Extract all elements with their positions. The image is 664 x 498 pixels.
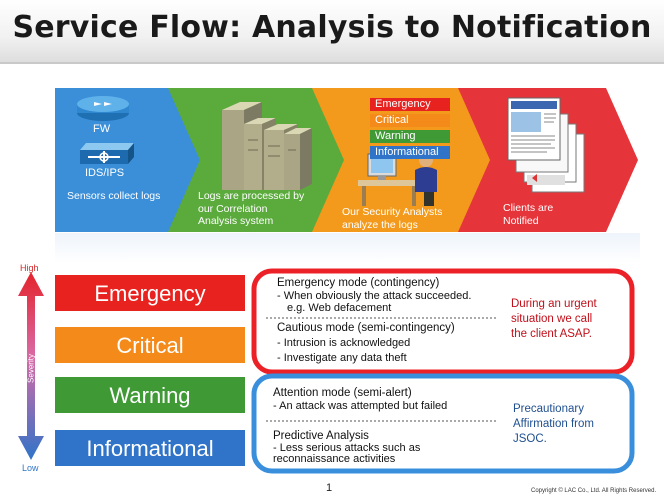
emergency-mode-title: Emergency mode (contingency) [277, 277, 440, 289]
stage4-caption: Clients are Notified [503, 202, 554, 227]
severity-axis-label: Severity [26, 354, 36, 383]
stage1-caption: Sensors collect logs [67, 190, 161, 202]
page-title: Service Flow: Analysis to Notification [12, 10, 652, 45]
analyst-icon [358, 151, 437, 206]
info-mode-title: Predictive Analysis [273, 430, 369, 442]
critical-label: Critical [116, 333, 184, 358]
critical-mode-title: Cautious mode (semi-contingency) [277, 322, 455, 334]
urgent-note: During an urgent situation we call the c… [511, 298, 597, 340]
copyright-text: Copyright © LAC Co., Ltd. All Rights Res… [531, 488, 657, 494]
red-panel-frame [251, 268, 635, 375]
emergency-mode-detail: - When obviously the attack succeeded. [277, 290, 472, 302]
warning-label: Warning [109, 383, 191, 408]
flow-reflection [55, 233, 640, 263]
level-box-emergency: Emergency [370, 98, 450, 111]
title-divider [0, 62, 664, 64]
emergency-label: Emergency [94, 281, 206, 306]
stage3-caption: Our Security Analysts analyze the logs [342, 206, 443, 231]
warning-bar [55, 377, 245, 413]
informational-label: Informational [86, 436, 214, 461]
critical-bar [55, 327, 245, 363]
ids-ips-label: IDS/IPS [85, 167, 125, 179]
page-number: 1 [326, 482, 333, 494]
ids-ips-icon [80, 143, 134, 164]
emergency-mode-example: e.g. Web defacement [287, 302, 392, 314]
severity-arrow [18, 272, 44, 460]
critical-mode-detail2: - Investigate any data theft [277, 352, 407, 364]
firewall-icon [77, 96, 129, 121]
severity-high-label: High [20, 263, 39, 273]
warning-mode-title: Attention mode (semi-alert) [273, 387, 412, 399]
server-cluster-icon [222, 102, 312, 190]
blue-panel-frame [251, 373, 635, 474]
stage2-caption: Logs are processed by our Correlation An… [198, 190, 305, 227]
notification-documents-icon [507, 97, 585, 193]
warning-mode-detail: - An attack was attempted but failed [273, 400, 448, 412]
info-mode-detail2: reconnaissance activities [273, 453, 396, 465]
emergency-bar [55, 275, 245, 311]
level-box-informational: Informational [370, 146, 450, 159]
level-box-critical: Critical [370, 114, 450, 127]
precaution-note: Precautionary Affirmation from JSOC. [513, 403, 594, 445]
info-mode-detail1: - Less serious attacks such as [273, 442, 421, 454]
level-box-warning: Warning [370, 130, 450, 143]
informational-bar [55, 430, 245, 466]
severity-low-label: Low [22, 463, 39, 473]
critical-mode-detail1: - Intrusion is acknowledged [277, 337, 411, 349]
firewall-label: FW [93, 123, 111, 135]
title-band [0, 0, 664, 62]
